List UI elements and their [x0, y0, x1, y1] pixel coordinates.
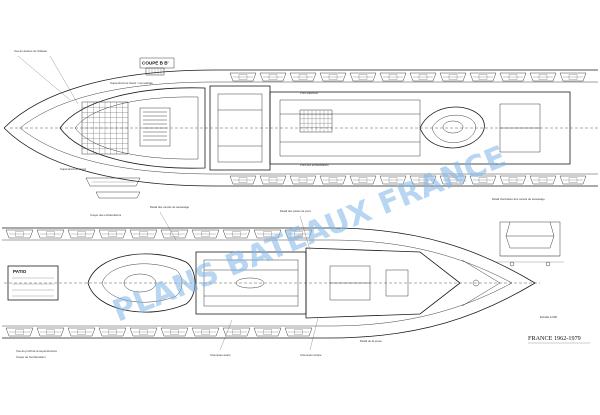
lifeboat-icon [98, 327, 127, 337]
lifeboat-icon [289, 72, 317, 82]
lifeboat-icon [253, 229, 282, 239]
lifeboat-cradle-detail: Détail d'entretien des canots de sauveta… [492, 197, 564, 267]
note-forward: Superstructure Avant [60, 167, 86, 171]
lifeboat-icon [98, 229, 127, 239]
lower-deck-plan: PATIO Détail des canots de sauvetag [2, 205, 540, 359]
section-label: COUPE B B' [142, 61, 169, 66]
lifeboat-icon [469, 175, 497, 185]
lifeboat-row-top [229, 72, 587, 82]
lifeboat-icon [529, 72, 557, 82]
lifeboat-icon [284, 327, 313, 337]
lifeboat-icon [191, 229, 220, 239]
funnel-icon [419, 106, 485, 149]
lifeboat-icon [439, 72, 467, 82]
aft-funnel-icon [87, 253, 196, 313]
lifeboat-icon [499, 72, 527, 82]
lifeboat-icon [379, 72, 407, 82]
lifeboat-icon [229, 175, 257, 185]
lifeboat-icon [5, 327, 34, 337]
lifeboat-icon [229, 72, 257, 82]
scale-label: Echelle 1/300 [540, 315, 557, 319]
lifeboat-icon [160, 229, 189, 239]
lifeboat-icon [289, 175, 317, 185]
lifeboat-icon [222, 327, 251, 337]
patio-title: PATIO [13, 269, 27, 274]
lifeboat-icon [67, 229, 96, 239]
note-bottom-3: Cheminée arrière [300, 353, 322, 357]
note-bottom-4: Détail de la proue [360, 339, 382, 343]
lifeboat-icon [36, 229, 65, 239]
note-left-bottom: Vue de profil de la superstructure [16, 349, 58, 353]
deck-seating-grid [81, 101, 171, 155]
lifeboat-icon [349, 175, 377, 185]
lifeboat-icon [5, 229, 34, 239]
sheet-title: FRANCE 1962-1979 [528, 335, 581, 342]
lifeboat-icon [349, 72, 377, 82]
lifeboat-icon [253, 327, 282, 337]
lifeboat-icon [36, 327, 65, 337]
lifeboat-icon [259, 72, 287, 82]
lifeboat-icon [160, 327, 189, 337]
deck-label-1: Pont supérieur [300, 91, 318, 95]
right-box-title: Détail d'entretien des canots de sauveta… [492, 197, 545, 201]
deck-label-2: Pont des embarcations [300, 163, 329, 167]
note-bottom-2: Cheminée avant [210, 353, 231, 357]
note-top-left: Vue du dessus du château [14, 49, 47, 53]
lifeboat-icon [529, 175, 557, 185]
note-boat-2: Coupe des embarcations [90, 213, 122, 217]
lifeboat-icon [409, 175, 437, 185]
lifeboat-row-bottom [229, 175, 587, 185]
lifeboat-icon [222, 229, 251, 239]
note-center: Détail des pistes de pont [280, 209, 311, 213]
lifeboat-detail-icon [85, 177, 141, 199]
lifeboat-row-bottom [5, 327, 313, 337]
lifeboat-icon [284, 229, 313, 239]
lifeboat-icon [559, 175, 587, 185]
lifeboat-icon [409, 72, 437, 82]
lifeboat-icon [499, 175, 527, 185]
note-coupe: Superstructure Avant / vue latérale [110, 81, 153, 85]
lifeboat-icon [559, 72, 587, 82]
lifeboat-icon [129, 229, 158, 239]
lifeboat-icon [379, 175, 407, 185]
lifeboat-row-top [5, 229, 313, 239]
title-block: Echelle 1/300 FRANCE 1962-1979 [528, 315, 590, 344]
lifeboat-icon [319, 72, 347, 82]
upper-deck-plan: COUPE B B' Vue du dessus du ch [3, 49, 598, 199]
note-boat: Détail des canots de sauvetage [150, 205, 189, 209]
lifeboat-icon [439, 175, 467, 185]
lifeboat-icon [469, 72, 497, 82]
lifeboat-icon [67, 327, 96, 337]
lifeboat-icon [129, 327, 158, 337]
lifeboat-icon [259, 175, 287, 185]
lifeboat-icon [191, 327, 220, 337]
lifeboat-icon [319, 175, 347, 185]
note-bottom-1: Coupe de l'embarcation [16, 355, 46, 359]
